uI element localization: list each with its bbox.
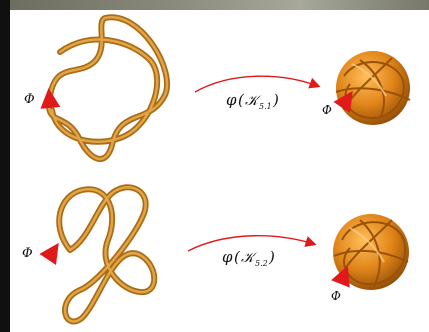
svg-text:(: ( xyxy=(238,91,245,109)
solid-knot-5-1 xyxy=(335,51,411,125)
map-symbol-1: φ xyxy=(226,91,237,109)
knot-5-1-curve xyxy=(46,14,170,162)
left-border-strip xyxy=(0,0,10,332)
knot-sub-1: 5.1 xyxy=(259,102,272,111)
mapping-arrow-2 xyxy=(187,235,317,252)
phi-label-3: Φ xyxy=(22,246,33,261)
orientation-arrow-2 xyxy=(333,90,353,114)
map-symbol-2: φ xyxy=(222,248,233,266)
svg-text:): ) xyxy=(268,248,275,266)
orientation-arrow-3 xyxy=(39,242,59,266)
knot-5-2-curve xyxy=(56,184,158,325)
phi-label-1: Φ xyxy=(24,92,35,107)
phi-label-4: Φ xyxy=(331,289,341,303)
svg-text:(: ( xyxy=(234,248,241,266)
top-border-strip xyxy=(0,0,429,10)
solid-knot-5-2 xyxy=(333,214,409,290)
mapping-label-2: φ ( 𝒦 5.2 ) xyxy=(222,248,275,268)
svg-text:): ) xyxy=(272,91,279,109)
orientation-arrow-4 xyxy=(331,265,350,288)
mapping-arrow-1 xyxy=(194,75,321,93)
knot-sub-2: 5.2 xyxy=(255,259,268,268)
mapping-label-1: φ ( 𝒦 5.1 ) xyxy=(226,91,279,111)
phi-label-2: Φ xyxy=(322,103,332,117)
orientation-arrow-1 xyxy=(40,88,61,109)
